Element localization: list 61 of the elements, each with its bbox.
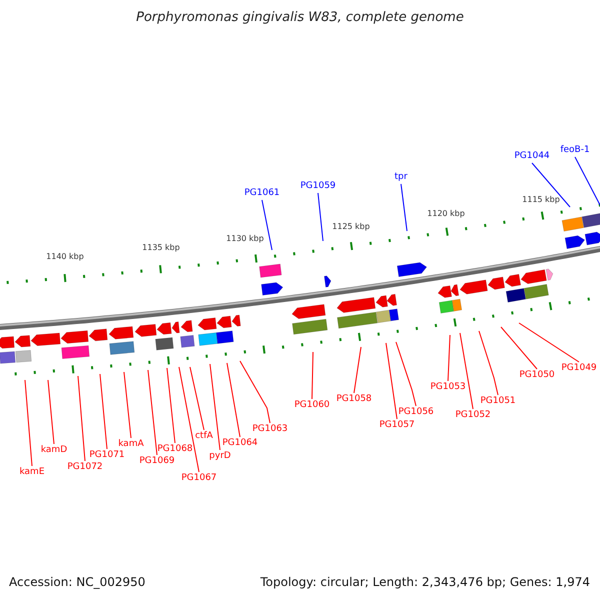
gene-label: PG1068 xyxy=(157,443,193,456)
leader-line xyxy=(400,184,408,232)
gene-label: PG1064 xyxy=(222,437,258,450)
leader-line xyxy=(312,352,314,400)
leader-line xyxy=(226,362,240,438)
leader-line xyxy=(178,366,200,472)
scale-label: 1130 kbp xyxy=(226,234,264,244)
leader-line xyxy=(518,322,580,362)
leader-line xyxy=(460,332,474,410)
leader-line xyxy=(48,380,54,444)
leader-line xyxy=(574,156,600,206)
scale-label: 1135 kbp xyxy=(142,243,180,253)
scale-label: 1115 kbp xyxy=(522,195,560,205)
gene-label: PG1071 xyxy=(89,449,125,462)
gene-label: kamA xyxy=(118,438,144,451)
scale-label: 1140 kbp xyxy=(46,252,84,262)
leader-line xyxy=(148,370,158,456)
gene-label: PG1053 xyxy=(430,381,466,394)
leader-line xyxy=(354,346,362,394)
leader-line xyxy=(124,372,132,438)
leader-line xyxy=(24,380,32,466)
leader-line xyxy=(78,376,86,462)
gene-label: PG1049 xyxy=(561,362,597,375)
leader-line xyxy=(386,342,398,420)
leader-line xyxy=(100,374,108,450)
gene-label: kamE xyxy=(19,466,45,479)
gene-label: pyrD xyxy=(209,450,231,463)
gene-label: PG1069 xyxy=(139,455,175,468)
leader-line xyxy=(478,330,498,396)
leader-line xyxy=(190,366,204,430)
leader-line xyxy=(500,326,538,370)
leader-line xyxy=(448,334,450,382)
gene-label: PG1061 xyxy=(244,187,280,200)
gene-label: PG1044 xyxy=(514,150,550,163)
gene-label: PG1063 xyxy=(252,423,288,436)
leader-line xyxy=(262,200,272,250)
gene-label: PG1058 xyxy=(336,393,372,406)
gene-label: PG1052 xyxy=(455,409,491,422)
leader-line xyxy=(166,368,176,444)
gene-label: ctfA xyxy=(195,430,213,443)
gene-label: PG1050 xyxy=(519,369,555,382)
accession-text: Accession: NC_002950 xyxy=(9,575,146,590)
gene-label: tpr xyxy=(394,171,408,184)
gene-label: PG1060 xyxy=(294,399,330,412)
leader-line xyxy=(396,342,416,406)
leader-line xyxy=(318,192,324,242)
gene-label: PG1067 xyxy=(181,472,217,485)
leader-line xyxy=(240,360,270,424)
gene-label: PG1051 xyxy=(480,395,516,408)
leader-line xyxy=(532,162,570,208)
leader-line xyxy=(210,364,220,450)
gene-label: PG1056 xyxy=(398,406,434,419)
gene-label: feoB-1 xyxy=(560,144,590,157)
gene-label: PG1057 xyxy=(379,419,415,432)
gene-label: PG1059 xyxy=(300,180,336,193)
gene-label: PG1072 xyxy=(67,461,103,474)
gene-label: kamD xyxy=(40,444,68,457)
genome-title: Porphyromonas gingivalis W83, complete genome xyxy=(136,10,464,26)
genome-stats-text: Topology: circular; Length: 2,343,476 bp; Genes: 1,974 xyxy=(260,575,590,590)
scale-label: 1120 kbp xyxy=(427,209,465,219)
scale-label: 1125 kbp xyxy=(332,222,370,232)
